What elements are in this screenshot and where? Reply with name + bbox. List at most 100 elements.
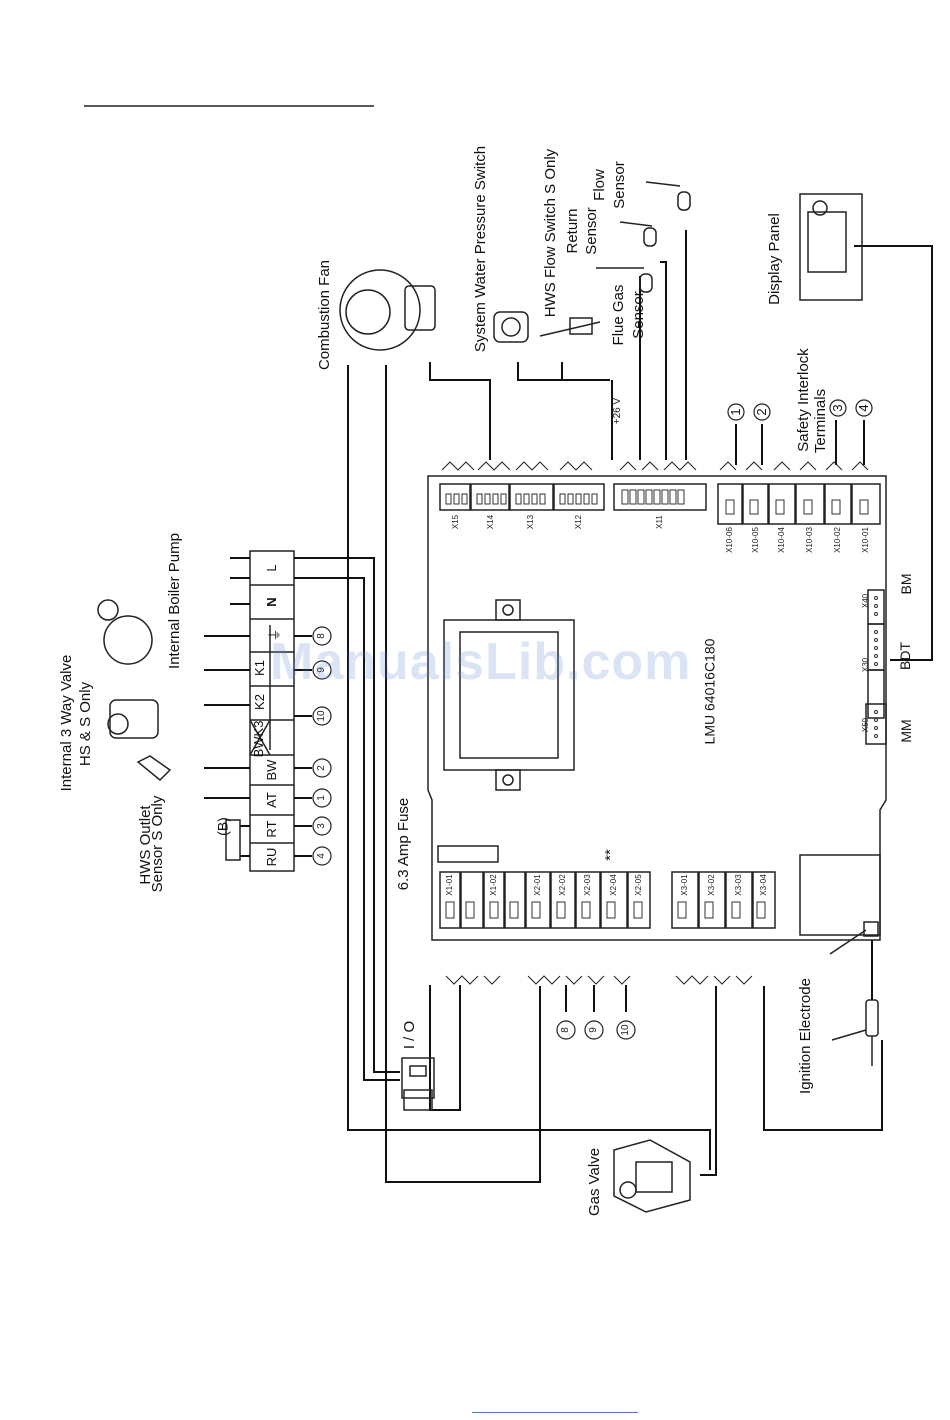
- strip-label-ru: RU: [264, 847, 279, 867]
- flue-gas-sensor-label-1: Flue Gas: [610, 284, 627, 346]
- three-way-valve-label-2: HS & S Only: [77, 681, 94, 767]
- circle-interlock-2: [753, 403, 771, 421]
- interlock-num-1: 1: [728, 408, 743, 416]
- circle-strip-9: [312, 660, 332, 680]
- conn-x2-04: X2-04: [609, 874, 618, 896]
- strip-num-4: 4: [316, 853, 327, 859]
- display-panel-label: Display Panel: [766, 213, 783, 305]
- b-marker-label: (B): [214, 817, 231, 836]
- strip-num-1: 1: [316, 795, 327, 801]
- port-x30: X30: [861, 657, 870, 673]
- system-water-pressure-switch-label: System Water Pressure Switch: [472, 145, 489, 353]
- circled-markers: [312, 399, 873, 1040]
- return-sensor-label-1: Return: [564, 208, 581, 254]
- circle-bottom-10: [616, 1020, 636, 1040]
- flow-sensor-label-1: Flow: [591, 169, 608, 201]
- port-label-bm: BM: [898, 573, 914, 595]
- bottom-num-8: 8: [560, 1027, 571, 1033]
- flue-gas-sensor-label-2: Sensor: [630, 291, 647, 339]
- combustion-fan-label: Combustion Fan: [316, 259, 333, 371]
- connector-pins: [445, 489, 878, 919]
- interlock-num-4: 4: [856, 404, 871, 412]
- strip-label-at: AT: [264, 792, 279, 808]
- strip-num-10: 10: [316, 710, 327, 722]
- wiring: [204, 230, 933, 1183]
- flow-sensor-label-2: Sensor: [611, 161, 628, 209]
- strip-label-n: N: [264, 597, 279, 607]
- circle-strip-3: [312, 816, 332, 836]
- gas-valve-drawing: [613, 1139, 691, 1213]
- terminal-strip: [249, 550, 295, 872]
- circle-bottom-9: [584, 1020, 604, 1040]
- circle-strip-2: [312, 758, 332, 778]
- circle-interlock-1: [727, 403, 745, 421]
- conn-x3-04: X3-04: [759, 874, 768, 896]
- strip-label-k1: K1: [252, 660, 267, 676]
- circle-strip-1: [312, 788, 332, 808]
- conn-x14: X14: [486, 514, 495, 530]
- strip-label-l: L: [264, 564, 279, 572]
- combustion-fan-drawing: [339, 269, 436, 351]
- flow-switch-drawing: [539, 317, 601, 337]
- ignition-electrode-label: Ignition Electrode: [797, 978, 814, 1094]
- port-x40: X40: [861, 593, 870, 609]
- circle-strip-10: [312, 706, 332, 726]
- interlock-num-2: 2: [754, 408, 769, 416]
- circle-strip-4: [312, 846, 332, 866]
- hws-flow-switch-label: HWS Flow Switch S Only: [542, 148, 559, 318]
- control-board: [427, 475, 887, 941]
- conn-x10-03: X10-03: [805, 527, 814, 553]
- footer-link[interactable]: [472, 1400, 638, 1413]
- conn-x1-02: X1-02: [489, 874, 498, 896]
- ignition-electrode-drawing: [829, 929, 879, 1066]
- conn-x2-05: X2-05: [634, 874, 643, 896]
- hws-outlet-sensor-drawing: [136, 755, 241, 861]
- conn-x10-02: X10-02: [833, 527, 842, 553]
- circle-bottom-8: [556, 1020, 576, 1040]
- plug-symbols: [441, 461, 869, 985]
- conn-x10-06: X10-06: [725, 527, 734, 553]
- strip-label-bw: BW: [264, 759, 279, 781]
- strip-num-3: 3: [316, 823, 327, 829]
- conn-x10-05: X10-05: [751, 527, 760, 553]
- conn-x12: X12: [574, 514, 583, 530]
- strip-num-2: 2: [316, 765, 327, 771]
- board-model-label: LMU 64016C180: [701, 638, 718, 745]
- conn-x10-01: X10-01: [861, 527, 870, 553]
- conn-x2-02: X2-02: [558, 874, 567, 896]
- conn-x13: X13: [526, 514, 535, 530]
- boiler-pump-drawing: [97, 599, 153, 665]
- sensors-drawing: [596, 181, 691, 293]
- conn-x15: X15: [451, 514, 460, 530]
- internal-boiler-pump-label: Internal Boiler Pump: [166, 533, 183, 669]
- fuse-label: 6.3 Amp Fuse: [395, 797, 412, 891]
- asterisks-label: **: [602, 849, 619, 861]
- strip-label-k2: K2: [252, 694, 267, 710]
- port-label-bdt: BDT: [897, 642, 913, 670]
- display-panel-drawing: [799, 193, 863, 301]
- pressure-switch-drawing: [493, 311, 529, 343]
- io-switch-label: I / O: [401, 1020, 418, 1050]
- conn-x10-04: X10-04: [777, 527, 786, 553]
- port-x50: X50: [861, 717, 870, 733]
- three-way-valve-drawing: [107, 699, 159, 739]
- circle-interlock-3: [829, 399, 847, 417]
- conn-x2-01: X2-01: [533, 874, 542, 896]
- interlock-num-3: 3: [830, 404, 845, 412]
- circle-strip-8: [312, 626, 332, 646]
- hws-outlet-label-2: Sensor S Only: [149, 795, 166, 893]
- conn-x3-03: X3-03: [734, 874, 743, 896]
- conn-x1-01: X1-01: [445, 874, 454, 896]
- gas-valve-label: Gas Valve: [586, 1147, 603, 1217]
- bottom-num-9: 9: [588, 1027, 599, 1033]
- port-label-mm: MM: [898, 719, 914, 743]
- voltage-label: +26 V: [612, 397, 623, 425]
- safety-interlock-label-2: Terminals: [812, 388, 829, 454]
- conn-x2-03: X2-03: [583, 874, 592, 896]
- strip-label-bwk3: BWK3: [251, 720, 266, 758]
- circle-interlock-4: [855, 399, 873, 417]
- io-switch-drawing: [401, 1057, 435, 1111]
- bottom-num-10: 10: [620, 1024, 631, 1036]
- strip-label-rt: RT: [264, 820, 279, 838]
- watermark: ManualsLib.com: [270, 633, 692, 691]
